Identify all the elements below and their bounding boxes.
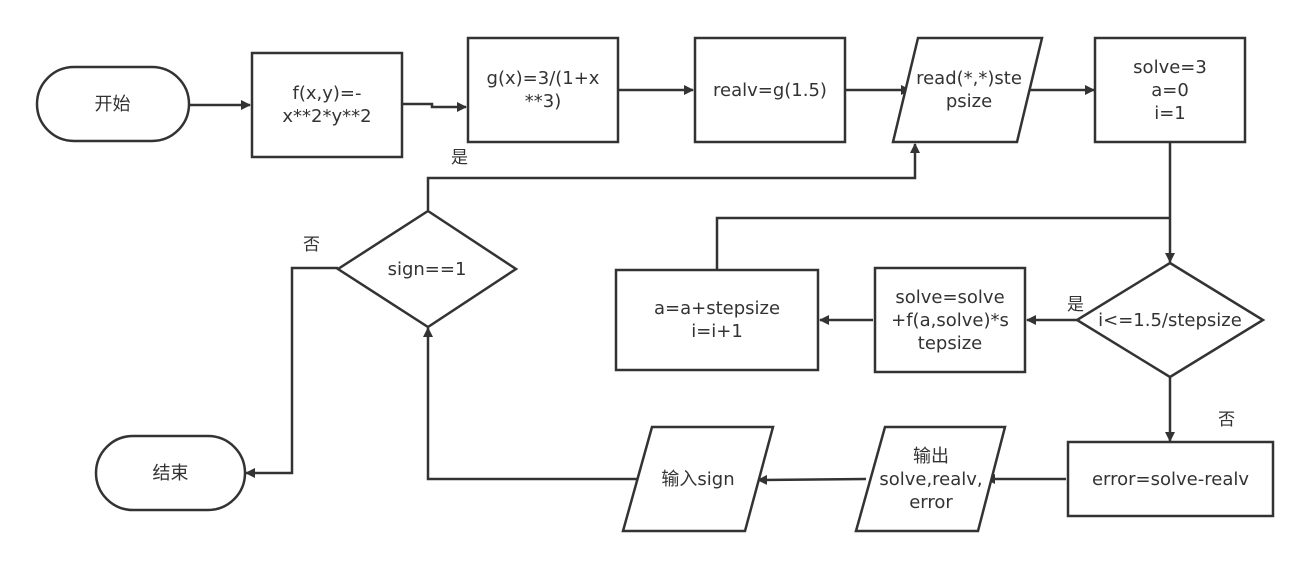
compute-error-box (1066, 440, 1275, 518)
sign-condition-label: sign==1 (387, 258, 467, 280)
compute-realv-label: realv=g(1.5) (713, 79, 827, 101)
loop-condition-label: i<=1.5/stepsize (1098, 309, 1242, 331)
output-label: 输出 solve,realv, error (879, 445, 983, 513)
read-stepsize-parallelogram (891, 36, 1044, 144)
start-label: 开始 (94, 93, 131, 115)
update-solve-box (873, 266, 1027, 374)
increment-label: a=a+stepsize i=i+1 (653, 298, 781, 342)
edge-sign-no-to-end (245, 266, 338, 478)
edge-sign-yes-to-read (426, 143, 920, 210)
edge-label-loop-no: 否 (1218, 410, 1235, 430)
define-f-box (250, 51, 404, 159)
edge-label-sign-yes: 是 (451, 148, 468, 168)
define-g-label: g(x)=3/(1+x **3) (486, 68, 600, 112)
compute-error-label: error=solve-realv (1091, 468, 1250, 490)
sign-condition-diamond (335, 209, 519, 329)
edge-f-to-g (402, 102, 467, 112)
define-f-label: f(x,y)=- x**2*y**2 (282, 83, 372, 127)
compute-realv-box (693, 36, 847, 144)
init-box (1093, 36, 1247, 144)
edge-label-sign-no: 否 (303, 235, 320, 255)
read-stepsize-label: read(*,*)ste psize (916, 68, 1022, 112)
loop-condition-diamond (1074, 261, 1266, 379)
increment-box (614, 268, 820, 372)
edge-increment-back-to-loop (715, 216, 1170, 269)
input-sign-label: 输入sign (661, 468, 735, 490)
edge-label-loop-yes: 是 (1067, 295, 1084, 315)
input-sign-parallelogram (621, 425, 775, 533)
start-terminal (35, 65, 191, 143)
init-label: solve=3 a=0 i=1 (1133, 56, 1207, 124)
update-solve-label: solve=solve +f(a,solve)*s tepsize (891, 286, 1009, 354)
edge-output-to-input (757, 474, 867, 485)
define-g-box (466, 36, 620, 144)
edge-input-to-sign (423, 327, 638, 481)
end-label: 结束 (152, 462, 189, 484)
output-parallelogram (854, 425, 1007, 533)
end-terminal (94, 434, 247, 512)
